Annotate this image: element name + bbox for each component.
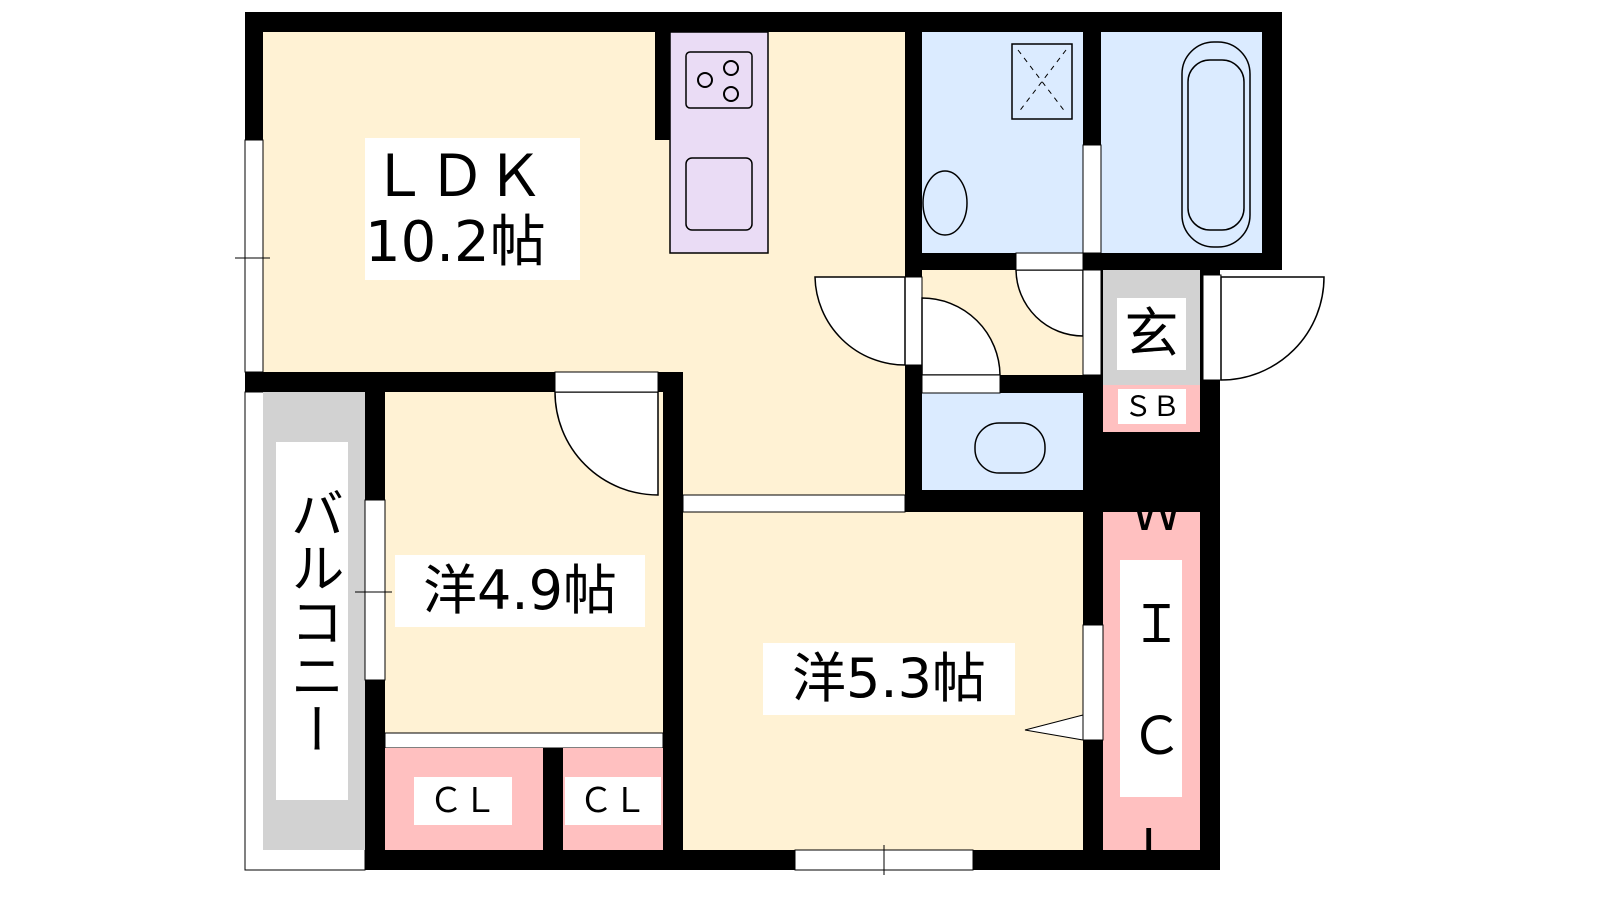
toilet-room bbox=[922, 393, 1083, 490]
kitchen-counter bbox=[669, 31, 769, 254]
western1-door-swing bbox=[554, 391, 659, 496]
wic-name: Ｗ Ｉ Ｃ Ｌ bbox=[1121, 484, 1181, 873]
toilet-door-swing bbox=[921, 297, 1001, 376]
outside-bottom-right bbox=[1200, 432, 1220, 512]
toilet-icon bbox=[974, 422, 1046, 474]
closet2-name: ＣＬ bbox=[579, 781, 647, 821]
front-door-swing bbox=[1220, 276, 1325, 381]
washroom-door-swing bbox=[1015, 269, 1084, 337]
room-washroom bbox=[922, 32, 1083, 253]
western2-size: 5.3帖 bbox=[846, 647, 986, 710]
balcony-label: バルコニー bbox=[276, 442, 348, 800]
closet1-name: ＣＬ bbox=[429, 781, 497, 821]
ldk-size: 10.2帖 bbox=[365, 210, 546, 275]
window-ldk bbox=[244, 139, 264, 373]
ldk-name: ＬＤＫ bbox=[370, 142, 545, 210]
shoe-box-name: ＳＢ bbox=[1123, 389, 1180, 423]
bathtub-icon bbox=[1181, 41, 1251, 248]
sink-icon bbox=[685, 157, 753, 231]
balcony-name: バルコニー bbox=[281, 486, 344, 756]
floor-drain-icon bbox=[1011, 43, 1073, 120]
front-door bbox=[1202, 274, 1222, 381]
window-western1 bbox=[364, 499, 386, 681]
entrance-name: 玄 bbox=[1124, 302, 1179, 365]
ldk-label: ＬＤＫ 10.2帖 bbox=[365, 138, 580, 280]
shoe-box-label: ＳＢ bbox=[1118, 389, 1186, 424]
ldk-door-swing bbox=[814, 276, 906, 366]
bath-door bbox=[1082, 144, 1102, 254]
western1-size: 4.9帖 bbox=[477, 559, 617, 622]
western2-name: 洋 bbox=[792, 647, 847, 710]
sliding-door-ldk bbox=[682, 494, 906, 513]
stove-icon bbox=[685, 51, 753, 109]
closet1-label: ＣＬ bbox=[414, 777, 512, 825]
entrance-label: 玄 bbox=[1117, 298, 1186, 370]
washbasin-icon bbox=[922, 170, 968, 236]
closet2-label: ＣＬ bbox=[565, 777, 661, 825]
wic-label: Ｗ Ｉ Ｃ Ｌ bbox=[1120, 485, 1182, 873]
western1-name: 洋 bbox=[423, 559, 478, 622]
